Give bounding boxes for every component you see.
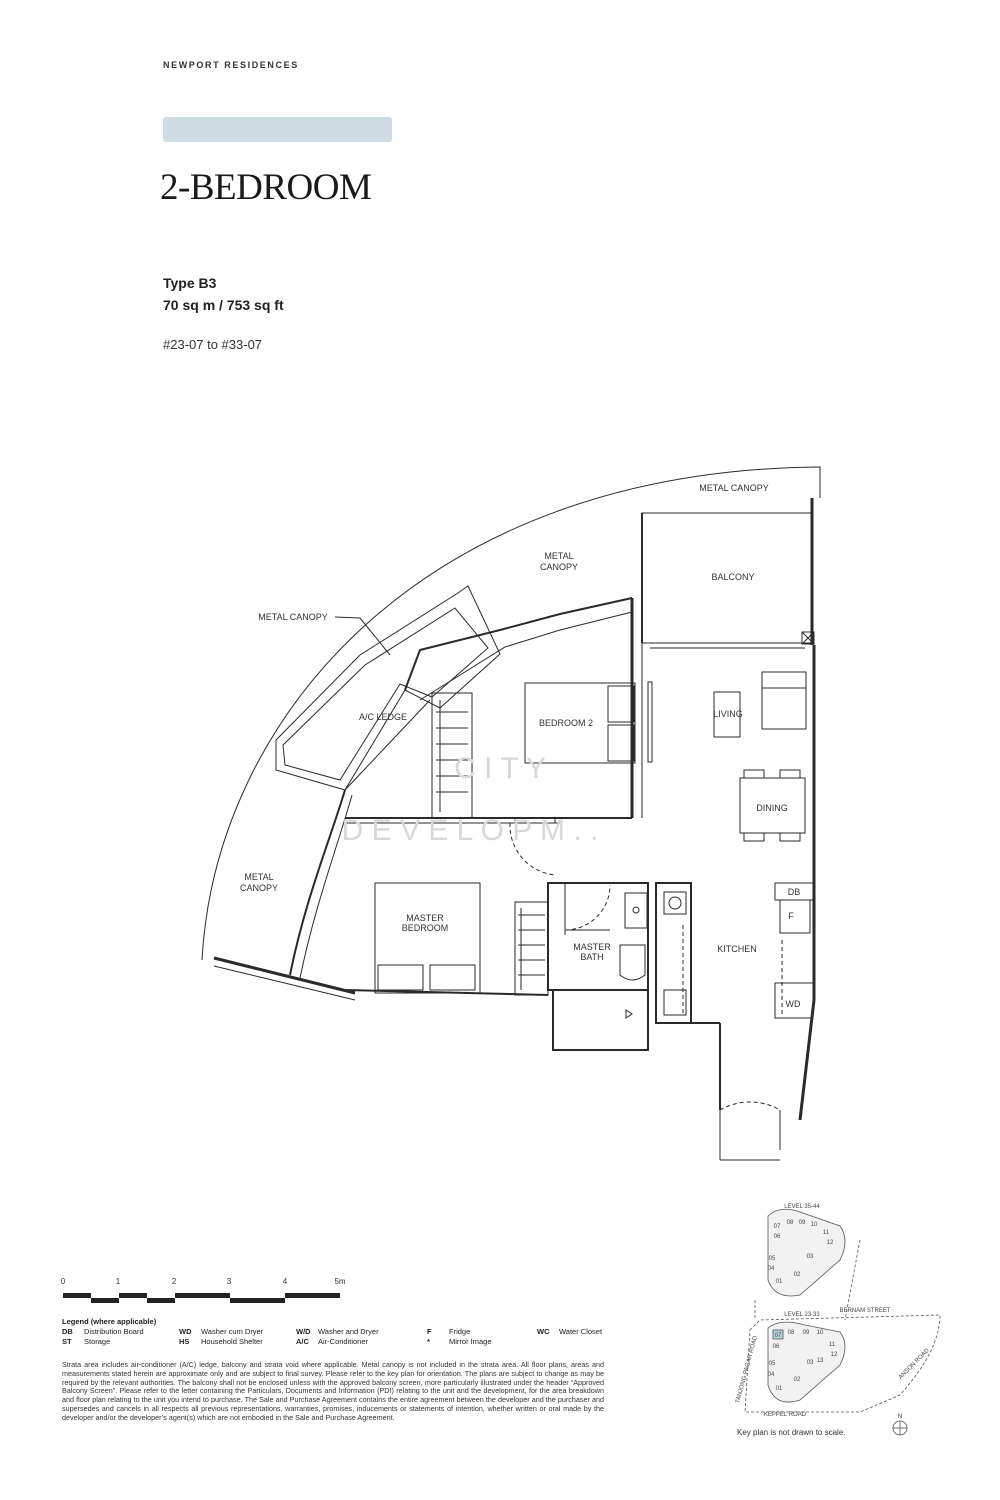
keyplan-lower-unit: 05 [769, 1361, 776, 1367]
keyplan-lower-unit: 10 [817, 1330, 824, 1336]
keyplan-upper-unit: 10 [811, 1222, 818, 1228]
label-metal-canopy-mid-2: CANOPY [540, 562, 578, 572]
label-balcony: BALCONY [711, 572, 754, 582]
scale-tick-3: 3 [227, 1277, 232, 1286]
label-master-bedroom-2: BEDROOM [402, 923, 449, 933]
keyplan-lower-unit: 11 [829, 1342, 836, 1348]
keyplan-lower-unit: 01 [776, 1386, 783, 1392]
label-db: DB [788, 887, 801, 897]
legend-heading: Legend (where applicable) [62, 1317, 157, 1326]
scale-tick-0: 0 [61, 1277, 66, 1286]
keyplan-road-tanjong: TANJONG PAGAR ROAD [735, 1335, 759, 1404]
keyplan-north: N [898, 1414, 902, 1420]
keyplan-upper-unit: 02 [794, 1272, 801, 1278]
label-metal-canopy-top: METAL CANOPY [699, 483, 769, 493]
label-wd: WD [786, 999, 801, 1009]
legend-item: *Mirror Image [427, 1337, 492, 1346]
keyplan-lower-unit: 04 [768, 1372, 775, 1378]
keyplan-lower-unit: 12 [831, 1352, 838, 1358]
keyplan-lower-unit: 09 [803, 1330, 810, 1336]
scale-bar: 0 1 2 3 4 5m [61, 1277, 346, 1303]
label-master-bath-1: MASTER [573, 942, 611, 952]
keyplan-lower-unit: 07 [775, 1333, 782, 1339]
keyplan-lower-unit: 08 [788, 1330, 795, 1336]
scale-tick-2: 2 [172, 1277, 177, 1286]
keyplan-level-lower: LEVEL 23-33 [784, 1312, 820, 1318]
keyplan-upper-unit: 04 [768, 1266, 775, 1272]
keyplan-road-keppel: KEPPEL ROAD [764, 1412, 807, 1418]
unit-numbers: #23-07 to #33-07 [163, 337, 263, 352]
watermark-line-1: C I T Y [454, 752, 546, 785]
keyplan-lower-unit: 06 [773, 1344, 780, 1350]
accent-bar [163, 117, 392, 142]
keyplan-lower-unit: 03 [807, 1360, 814, 1366]
label-fridge: F [788, 911, 794, 921]
keyplan-upper-unit: 03 [807, 1254, 814, 1260]
label-master-bedroom-1: MASTER [406, 913, 444, 923]
label-dining: DINING [756, 803, 788, 813]
keyplan-lower-unit: 02 [794, 1377, 801, 1383]
keyplan-level-upper: LEVEL 35-44 [784, 1204, 820, 1210]
label-kitchen: KITCHEN [717, 944, 757, 954]
keyplan-upper-unit: 07 [774, 1224, 781, 1230]
keyplan-lower-unit: 13 [817, 1358, 824, 1364]
label-metal-canopy-bottom-2: CANOPY [240, 883, 278, 893]
disclaimer: Strata area includes air-conditioner (A/… [62, 1360, 604, 1422]
keyplan-note: Key plan is not drawn to scale. [737, 1428, 846, 1437]
keyplan-road-anson: ANSON ROAD [898, 1347, 931, 1380]
keyplan-upper-unit: 12 [827, 1240, 834, 1246]
unit-area: 70 sq m / 753 sq ft [163, 297, 284, 313]
scale-tick-1: 1 [116, 1277, 121, 1286]
keyplan-upper-unit: 08 [787, 1220, 794, 1226]
watermark-line-2: D E V E L O P M . . [342, 814, 599, 847]
label-living: LIVING [713, 709, 743, 719]
label-master-bath-2: BATH [580, 952, 603, 962]
label-metal-canopy-left: METAL CANOPY [258, 612, 328, 622]
scale-tick-5: 5m [334, 1277, 345, 1286]
keyplan-upper-unit: 11 [823, 1230, 830, 1236]
unit-type: Type B3 [163, 275, 217, 291]
label-ac-ledge: A/C LEDGE [359, 712, 407, 722]
label-metal-canopy-mid-1: METAL [544, 551, 573, 561]
keyplan-upper-unit: 05 [769, 1256, 776, 1262]
label-bedroom-2: BEDROOM 2 [539, 718, 593, 728]
keyplan-upper-unit: 06 [774, 1234, 781, 1240]
key-plan [744, 1208, 941, 1436]
keyplan-upper-unit: 09 [799, 1220, 806, 1226]
label-metal-canopy-bottom-1: METAL [244, 872, 273, 882]
page-title: 2-BEDROOM [160, 167, 372, 208]
scale-tick-4: 4 [283, 1277, 288, 1286]
keyplan-road-bernam: BERNAM STREET [839, 1308, 890, 1314]
keyplan-upper-unit: 01 [776, 1279, 783, 1285]
brand-name: NEWPORT RESIDENCES [163, 60, 299, 70]
